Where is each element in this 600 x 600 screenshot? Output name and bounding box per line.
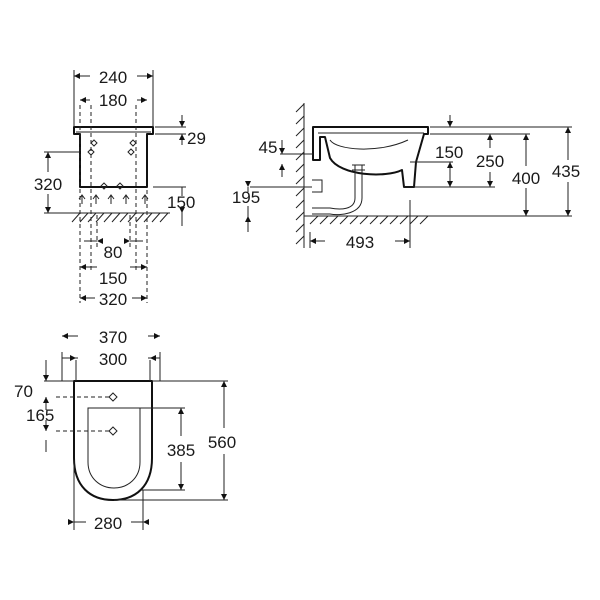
- side-floor-hatch: [309, 215, 429, 225]
- drain-marker: [108, 426, 118, 436]
- top-dim-70: 70: [14, 382, 33, 401]
- top-view: 370 300 70 165 385 560 280: [14, 328, 236, 533]
- front-dim-320-width: 320: [99, 290, 127, 309]
- front-dim-180: 180: [99, 91, 127, 110]
- top-view-bowl: [87, 407, 141, 489]
- front-dim-80: 80: [104, 243, 123, 262]
- side-view-outline: [312, 126, 429, 188]
- top-dim-300: 300: [99, 350, 127, 369]
- top-view-outline: [73, 380, 153, 501]
- top-dim-280: 280: [94, 514, 122, 533]
- front-dim-240: 240: [99, 68, 127, 87]
- side-dim-493: 493: [346, 233, 374, 252]
- front-dim-150-height: 150: [167, 193, 195, 212]
- side-wall-hatch: [295, 103, 305, 245]
- side-dim-45: 45: [259, 138, 278, 157]
- front-view-outline: [73, 126, 154, 188]
- front-fixing-holes: [87, 139, 137, 190]
- side-drain-trap: [312, 164, 365, 216]
- front-floor-hatch: [71, 212, 169, 223]
- side-dim-250: 250: [476, 152, 504, 171]
- side-dim-150: 150: [435, 143, 463, 162]
- front-dim-150-width: 150: [99, 269, 127, 288]
- tap-hole-marker: [108, 392, 118, 402]
- top-dim-560: 560: [208, 433, 236, 452]
- top-dim-385: 385: [167, 441, 195, 460]
- front-dim-29: 29: [187, 129, 206, 148]
- side-dim-435: 435: [552, 162, 580, 181]
- front-view: 240 180 29 320 150 80 150 320: [34, 68, 206, 309]
- side-dim-400: 400: [512, 169, 540, 188]
- front-dim-320-height: 320: [34, 175, 62, 194]
- side-view: 45 150 250 400 435 195 493: [232, 103, 580, 252]
- top-dim-165: 165: [26, 406, 54, 425]
- top-dim-370: 370: [99, 328, 127, 347]
- side-dim-195: 195: [232, 188, 260, 207]
